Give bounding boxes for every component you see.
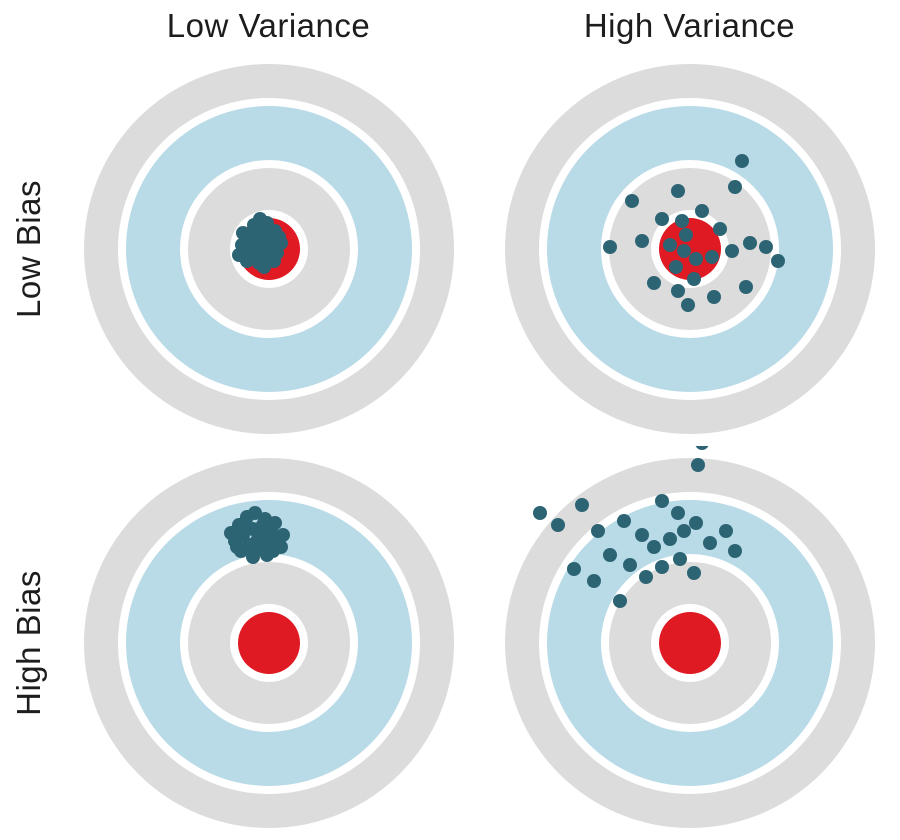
shot-dot (634, 234, 649, 248)
shot-dot (654, 494, 669, 508)
shot-dot (686, 272, 701, 286)
shot-dot (742, 236, 757, 250)
shot-dot (275, 528, 290, 542)
bullseye (658, 612, 721, 674)
shot-dot (646, 540, 661, 554)
column-label-low-variance: Low Variance (58, 0, 479, 52)
shot-dot (672, 552, 687, 566)
column-label-low-variance-text: Low Variance (166, 7, 371, 44)
shot-dot (704, 250, 719, 264)
shot-dot (694, 204, 709, 218)
shot-dot (654, 212, 669, 226)
row-label-low-bias-text: Low Bias (10, 180, 47, 318)
shot-dot (237, 244, 252, 258)
shot-dot (624, 194, 639, 208)
shot-dot (263, 228, 278, 242)
shot-dot (676, 244, 691, 258)
column-label-high-variance: High Variance (479, 0, 900, 52)
shot-dot (223, 526, 238, 540)
bullseye (237, 612, 300, 674)
shot-dot (680, 298, 695, 312)
shot-dot (273, 236, 288, 250)
shot-dot (574, 498, 589, 512)
target-high-bias-high-variance (504, 446, 875, 828)
shot-dot (670, 506, 685, 520)
shot-dot (590, 524, 605, 538)
shot-dot (602, 240, 617, 254)
shot-dot (662, 238, 677, 252)
shot-dot (670, 184, 685, 198)
shot-dot (259, 548, 274, 562)
row-label-low-bias: Low Bias (0, 52, 58, 446)
shot-dot (646, 276, 661, 290)
shot-dot (690, 458, 705, 472)
shot-dot (566, 562, 581, 576)
shot-dot (245, 550, 260, 564)
shot-dot (702, 536, 717, 550)
shot-dot (586, 574, 601, 588)
shot-dot (678, 228, 693, 242)
column-label-high-variance-text: High Variance (583, 7, 796, 44)
shot-dot (249, 534, 264, 548)
shot-dot (273, 540, 288, 554)
shot-dot (255, 518, 270, 532)
shot-dot (252, 212, 267, 226)
target-panel-high-bias-high-variance (479, 446, 900, 840)
corner-spacer (0, 0, 58, 52)
row-label-high-bias: High Bias (0, 446, 58, 840)
shot-dot (724, 244, 739, 258)
target-high-bias-low-variance (83, 458, 454, 828)
shot-dot (237, 516, 252, 530)
target-panel-low-bias-low-variance (58, 52, 479, 446)
target-low-bias-low-variance (83, 64, 454, 434)
shot-dot (686, 566, 701, 580)
target-low-bias-high-variance (504, 64, 875, 434)
shot-dot (758, 240, 773, 254)
shot-dot (638, 570, 653, 584)
shot-dot (229, 540, 244, 554)
shot-dot (266, 254, 281, 268)
shot-dot (674, 214, 689, 228)
shot-dot (718, 524, 733, 538)
shot-dot (654, 560, 669, 574)
shot-dot (770, 254, 785, 268)
shot-dot (727, 180, 742, 194)
shot-dot (634, 528, 649, 542)
shot-dot (706, 290, 721, 304)
shot-dot (688, 516, 703, 530)
shot-dot (738, 280, 753, 294)
shot-dot (248, 234, 263, 248)
shot-dot (550, 518, 565, 532)
shot-dot (670, 284, 685, 298)
shot-dot (267, 516, 282, 530)
shot-dot (602, 548, 617, 562)
target-panel-low-bias-high-variance (479, 52, 900, 446)
shot-dot (727, 544, 742, 558)
shot-dot (734, 154, 749, 168)
shot-dot (616, 514, 631, 528)
target-panel-high-bias-low-variance (58, 446, 479, 840)
shot-dot (622, 558, 637, 572)
shot-dot (532, 506, 547, 520)
shot-dot (695, 446, 708, 450)
shot-dot (662, 532, 677, 546)
shot-dot (712, 222, 727, 236)
shot-dot (688, 252, 703, 266)
row-label-high-bias-text: High Bias (10, 570, 48, 716)
shot-dot (676, 524, 691, 538)
shot-dot (668, 260, 683, 274)
shot-dot (612, 594, 627, 608)
